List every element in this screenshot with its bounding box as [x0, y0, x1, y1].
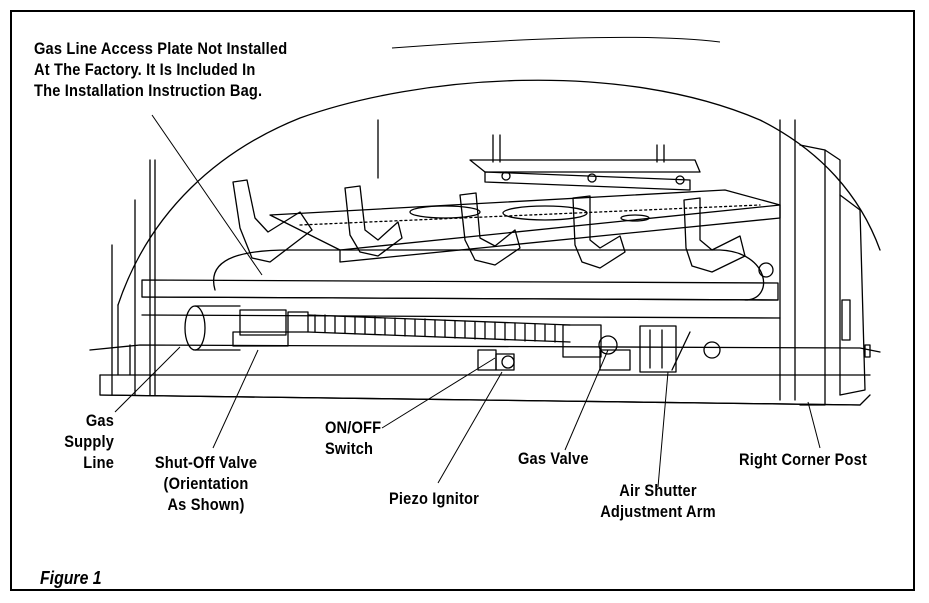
callout-right-corner-post: Right Corner Post: [739, 450, 868, 469]
leader-gas-valve: [564, 349, 609, 451]
callout-piezo-ignitor: Piezo Ignitor: [389, 489, 479, 508]
callout-air-shutter: Air Shutter Adjustment Arm: [600, 481, 716, 521]
callout-gas-supply-line: Gas Supply Line: [64, 411, 114, 472]
front-rail: [141, 279, 781, 319]
callout-access-plate: Gas Line Access Plate Not Installed At T…: [34, 39, 288, 100]
right-corner-post-shape: [799, 144, 871, 406]
leader-shutoff: [212, 349, 259, 449]
leader-air-shutter: [657, 371, 669, 488]
burner-tray: [269, 189, 781, 263]
shutoff-valve-shape: [232, 309, 309, 347]
leader-access-plate-top: [391, 36, 721, 49]
leader-gas-supply: [114, 346, 181, 413]
leader-access-plate: [151, 114, 263, 276]
leader-lines: [114, 36, 821, 488]
top-bracket: [469, 134, 701, 191]
base-pan: [89, 304, 881, 406]
figure-label: Figure 1: [40, 568, 102, 588]
leader-right-post: [807, 401, 821, 449]
leader-piezo: [437, 371, 503, 484]
callout-gas-valve: Gas Valve: [518, 449, 589, 468]
leader-onoff: [381, 357, 496, 429]
gas-supply-pipe-end: [184, 305, 206, 351]
gas-valve-shape: [562, 324, 721, 373]
flex-gas-line: [307, 314, 571, 343]
switch-and-piezo: [477, 349, 515, 371]
detail-circle-arc: [117, 79, 881, 306]
callout-shutoff-valve: Shut-Off Valve (Orientation As Shown): [154, 453, 258, 514]
grate-hooks: [232, 179, 746, 273]
callout-onoff-switch: ON/OFF Switch: [325, 418, 382, 458]
burner-tube: [212, 249, 765, 301]
